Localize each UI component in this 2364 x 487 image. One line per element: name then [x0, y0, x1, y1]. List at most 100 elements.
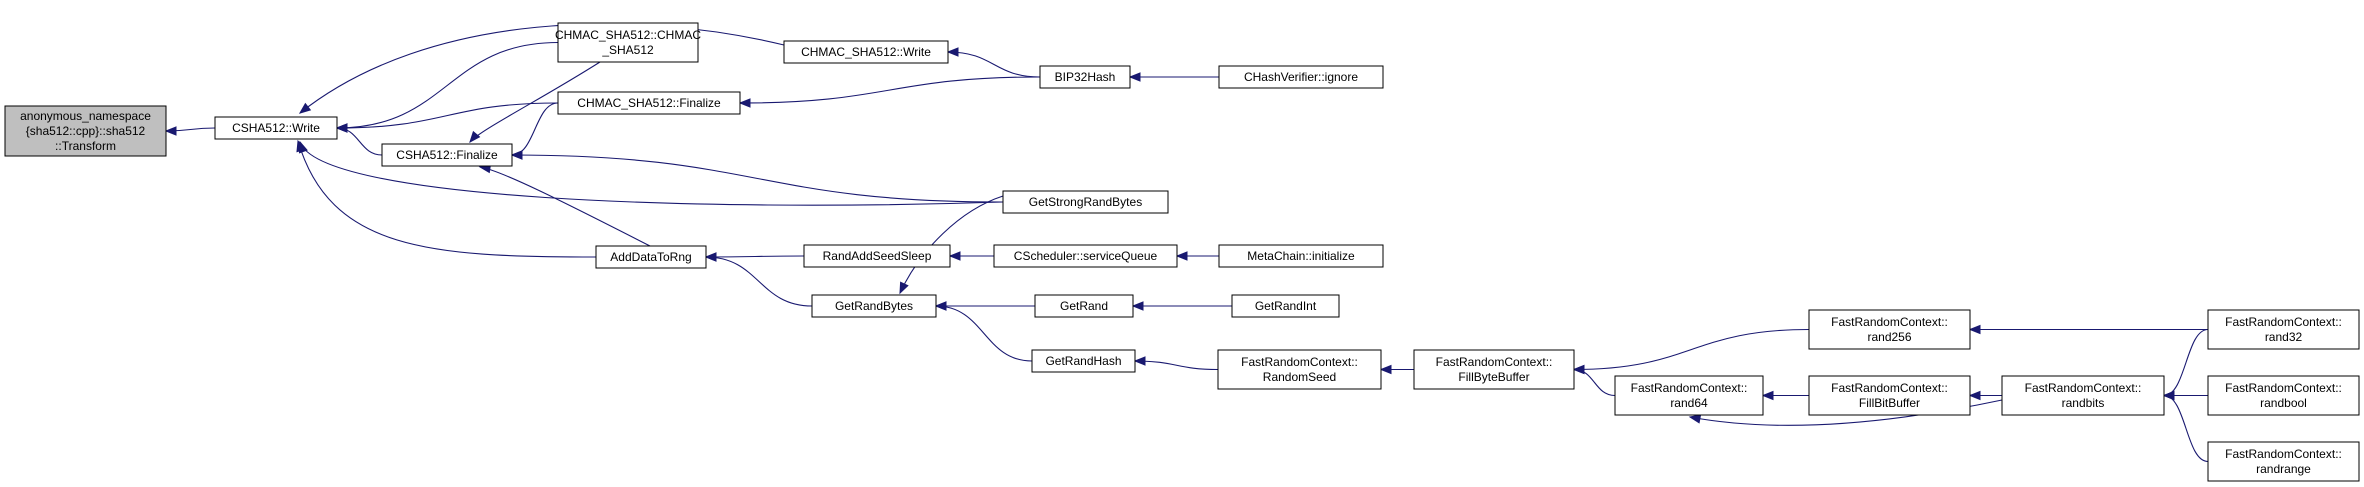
- node-adddatatorng[interactable]: AddDataToRng: [595, 245, 707, 269]
- node-csha-write[interactable]: CSHA512::Write: [214, 116, 338, 140]
- edge-getrandint-to-getrand: [1131, 301, 1232, 311]
- node-box: [1002, 190, 1169, 214]
- edge-frc-randbits-to-frc-fillbit: [1968, 390, 2003, 401]
- edge-getstrongrand-to-csha-finalize: [510, 150, 1004, 203]
- arrow-head: [948, 251, 961, 261]
- node-randaddseed[interactable]: RandAddSeedSleep: [803, 244, 951, 268]
- node-box: [1413, 349, 1575, 390]
- arrow-head: [1968, 324, 1981, 335]
- node-box: [1217, 349, 1382, 390]
- edge-line: [299, 23, 785, 114]
- edge-line: [739, 76, 1041, 104]
- edge-randaddseed-to-adddatatorng: [704, 252, 805, 262]
- node-cscheduler[interactable]: CScheduler::serviceQueue: [993, 244, 1178, 268]
- node-box: [381, 143, 513, 167]
- edge-getrandhash-to-getrandbytes: [934, 301, 1033, 362]
- node-label: FastRandomContext::: [2225, 315, 2342, 329]
- node-label: MetaChain::initialize: [1247, 249, 1355, 263]
- node-box: [783, 40, 949, 64]
- node-box: [1218, 244, 1384, 268]
- node-transform[interactable]: anonymous_namespace{sha512::cpp}::sha512…: [4, 105, 167, 157]
- node-label: randbool: [2260, 396, 2307, 410]
- node-label: FillBitBuffer: [1859, 396, 1920, 410]
- arrow-head: [946, 47, 959, 57]
- node-box: [214, 116, 338, 140]
- node-chmac-ctor[interactable]: CHMAC_SHA512::CHMAC_SHA512: [555, 22, 701, 63]
- edge-line: [1134, 360, 1219, 371]
- node-box: [1614, 375, 1764, 416]
- node-frc-randomseed[interactable]: FastRandomContext::RandomSeed: [1217, 349, 1382, 390]
- arrow-head: [1572, 364, 1585, 375]
- node-frc-randbits[interactable]: FastRandomContext::randbits: [2001, 375, 2165, 416]
- edge-line: [336, 102, 559, 129]
- node-label: GetRandHash: [1045, 354, 1121, 368]
- edge-metachain-to-cscheduler: [1175, 251, 1220, 261]
- arrow-head: [1133, 356, 1146, 366]
- node-label: randrange: [2256, 462, 2311, 476]
- node-frc-randbool[interactable]: FastRandomContext::randbool: [2207, 375, 2360, 416]
- edge-getstrongrand-to-getrandbytes: [899, 195, 1004, 295]
- node-box: [557, 91, 741, 115]
- node-label: rand256: [1867, 330, 1911, 344]
- node-label: FastRandomContext::: [1241, 355, 1358, 369]
- edge-line: [479, 166, 651, 247]
- edge-getrandbytes-to-adddatatorng: [704, 252, 813, 307]
- node-box: [1039, 65, 1131, 89]
- node-frc-rand64[interactable]: FastRandomContext::rand64: [1614, 375, 1764, 416]
- node-getrand[interactable]: GetRand: [1034, 294, 1134, 318]
- node-label: CHMAC_SHA512::Finalize: [577, 96, 721, 110]
- edge-bip32hash-to-chmac-finalize: [738, 76, 1041, 108]
- node-frc-randrange[interactable]: FastRandomContext::randrange: [2207, 441, 2360, 482]
- edge-adddatatorng-to-csha-write: [296, 139, 597, 258]
- node-chmac-write[interactable]: CHMAC_SHA512::Write: [783, 40, 949, 64]
- node-frc-rand256[interactable]: FastRandomContext::rand256: [1808, 309, 1971, 350]
- call-graph-nodes: anonymous_namespace{sha512::cpp}::sha512…: [4, 22, 2360, 482]
- node-label: FastRandomContext::: [1436, 355, 1553, 369]
- node-getrandint[interactable]: GetRandInt: [1231, 294, 1340, 318]
- node-label: rand64: [1670, 396, 1708, 410]
- node-label: FastRandomContext::: [1831, 381, 1948, 395]
- arrow-head: [704, 252, 717, 262]
- edge-line: [336, 41, 559, 129]
- node-frc-rand32[interactable]: FastRandomContext::rand32: [2207, 309, 2360, 350]
- node-getrandbytes[interactable]: GetRandBytes: [811, 294, 937, 318]
- node-label: randbits: [2062, 396, 2105, 410]
- node-box: [1808, 375, 1971, 416]
- edge-adddatatorng-to-csha-finalize: [478, 163, 651, 247]
- edge-line: [899, 195, 1004, 294]
- node-label: FastRandomContext::: [1631, 381, 1748, 395]
- edge-frc-rand256-to-frc-fillbyte: [1572, 328, 1810, 375]
- node-csha-finalize[interactable]: CSHA512::Finalize: [381, 143, 513, 167]
- arrow-head: [510, 150, 523, 160]
- node-box: [557, 22, 699, 63]
- node-label: BIP32Hash: [1055, 70, 1116, 84]
- node-bip32hash[interactable]: BIP32Hash: [1039, 65, 1131, 89]
- node-label: FastRandomContext::: [1831, 315, 1948, 329]
- edge-line: [705, 256, 813, 307]
- node-box: [4, 105, 167, 157]
- edge-bip32hash-to-chmac-write: [946, 47, 1041, 78]
- node-label: CHMAC_SHA512::CHMAC: [555, 28, 701, 42]
- arrow-head: [469, 130, 481, 144]
- node-label: {sha512::cpp}::sha512: [26, 124, 146, 138]
- arrow-head: [1379, 364, 1392, 375]
- node-box: [2207, 375, 2360, 416]
- node-label: GetRand: [1060, 299, 1108, 313]
- node-frc-fillbyte[interactable]: FastRandomContext::FillByteBuffer: [1413, 349, 1575, 390]
- node-box: [1231, 294, 1340, 318]
- node-chmac-finalize[interactable]: CHMAC_SHA512::Finalize: [557, 91, 741, 115]
- node-label: CHMAC_SHA512::Write: [801, 45, 931, 59]
- node-box: [811, 294, 937, 318]
- edge-cscheduler-to-randaddseed: [948, 251, 995, 261]
- node-getrandhash[interactable]: GetRandHash: [1031, 349, 1136, 373]
- node-getstrongrand[interactable]: GetStrongRandBytes: [1002, 190, 1169, 214]
- node-label: rand32: [2265, 330, 2303, 344]
- edge-line: [1573, 328, 1810, 371]
- node-label: anonymous_namespace: [20, 109, 151, 123]
- node-box: [2207, 441, 2360, 482]
- node-frc-fillbit[interactable]: FastRandomContext::FillBitBuffer: [1808, 375, 1971, 416]
- node-box: [2207, 309, 2360, 350]
- node-chashverifier[interactable]: CHashVerifier::ignore: [1218, 65, 1384, 89]
- node-metachain[interactable]: MetaChain::initialize: [1218, 244, 1384, 268]
